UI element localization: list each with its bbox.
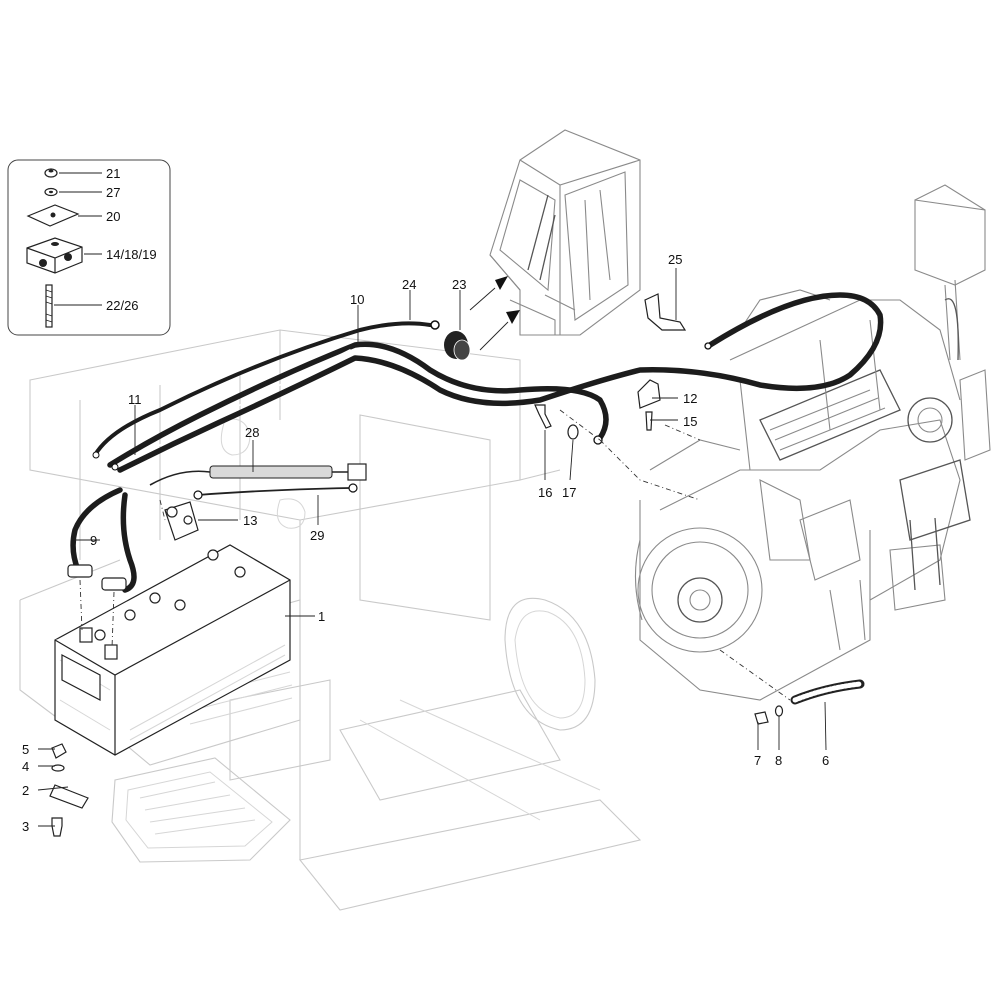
legend-label-27: 27 xyxy=(106,185,120,200)
cab-arrows xyxy=(469,276,520,351)
battery xyxy=(54,544,291,756)
clamp-block-icon xyxy=(26,237,83,274)
screw-part xyxy=(645,411,653,431)
engine-assembly xyxy=(634,184,991,701)
callout-7: 7 xyxy=(754,753,761,768)
legend-label-14-18-19: 14/18/19 xyxy=(106,247,157,262)
stud-icon xyxy=(45,284,53,328)
callout-3: 3 xyxy=(22,819,29,834)
washer-part-8 xyxy=(774,705,784,717)
battery-cables xyxy=(70,292,884,705)
callout-12: 12 xyxy=(683,391,697,406)
solenoid-part xyxy=(159,499,199,541)
mounting-hardware xyxy=(49,743,89,837)
bolt-part xyxy=(534,404,552,429)
callout-labels: 21 27 20 14/18/19 22/26 1 2 3 4 5 6 7 8 … xyxy=(22,166,829,834)
callout-10: 10 xyxy=(350,292,364,307)
callout-2: 2 xyxy=(22,783,29,798)
callout-13: 13 xyxy=(243,513,257,528)
callout-16: 16 xyxy=(538,485,552,500)
connector-lines xyxy=(559,409,791,701)
callout-8: 8 xyxy=(775,753,782,768)
callout-28: 28 xyxy=(245,425,259,440)
callout-17: 17 xyxy=(562,485,576,500)
callout-9: 9 xyxy=(90,533,97,548)
callout-1: 1 xyxy=(318,609,325,624)
callout-4: 4 xyxy=(22,759,29,774)
bracket-part xyxy=(644,293,687,331)
legend-label-21: 21 xyxy=(106,166,120,181)
legend-label-22-26: 22/26 xyxy=(106,298,139,313)
nut-icon xyxy=(44,168,58,178)
callout-29: 29 xyxy=(310,528,324,543)
callout-23: 23 xyxy=(452,277,466,292)
callout-25: 25 xyxy=(668,252,682,267)
washer-part xyxy=(567,424,579,440)
clip-part xyxy=(637,379,661,409)
washer-icon xyxy=(44,187,58,197)
callout-5: 5 xyxy=(22,742,29,757)
chassis-outline xyxy=(19,329,642,911)
callout-6: 6 xyxy=(822,753,829,768)
grommet-part xyxy=(444,331,471,361)
hardware-legend xyxy=(7,159,171,336)
callout-24: 24 xyxy=(402,277,416,292)
legend-label-20: 20 xyxy=(106,209,120,224)
callout-11: 11 xyxy=(128,392,142,407)
cab-outline xyxy=(489,129,641,336)
bolt-part-7 xyxy=(754,711,769,725)
leader-lines xyxy=(37,268,827,827)
callout-15: 15 xyxy=(683,414,697,429)
plate-icon xyxy=(26,204,80,227)
